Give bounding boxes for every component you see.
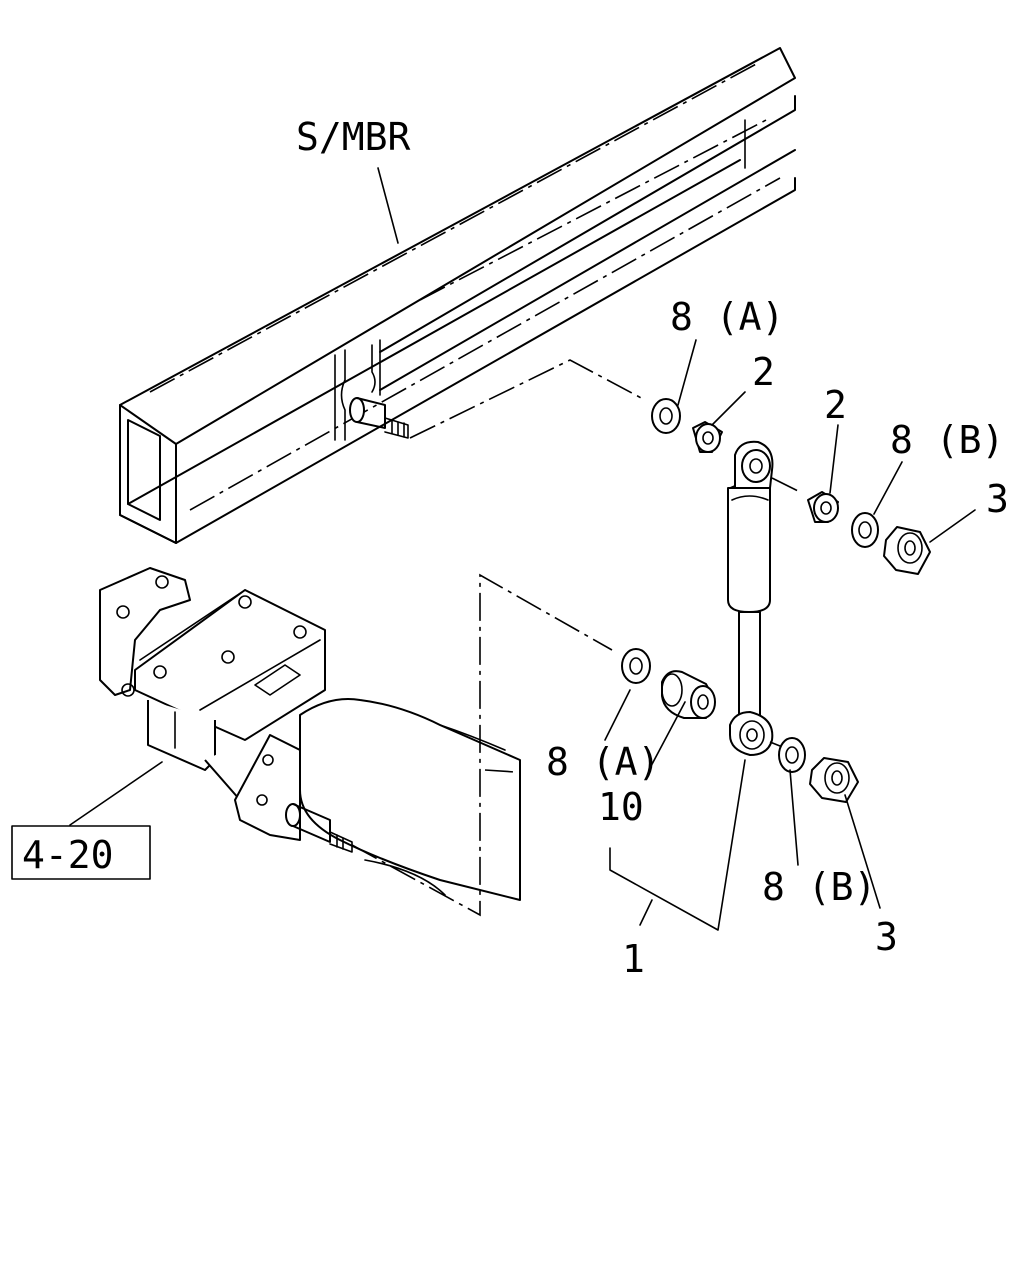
lower-nut-3 bbox=[809, 757, 859, 803]
frame-stud-bolt bbox=[349, 397, 409, 439]
upper-washer-8a bbox=[651, 398, 681, 434]
label-part-3-bottom: 3 bbox=[875, 915, 898, 959]
reference-box-label: 4-20 bbox=[22, 833, 114, 877]
axle-stud-bolt bbox=[285, 803, 353, 853]
label-part-8b-top: 8 (B) bbox=[890, 418, 1004, 462]
upper-washer-8b bbox=[851, 512, 879, 548]
label-part-2-right: 2 bbox=[824, 383, 847, 427]
upper-mount-axis-line bbox=[409, 359, 646, 439]
label-part-2-left: 2 bbox=[752, 350, 775, 394]
label-part-8b-bottom: 8 (B) bbox=[762, 865, 876, 909]
upper-bushing-2-left bbox=[692, 421, 723, 453]
side-member-frame bbox=[119, 47, 796, 544]
label-part-1: 1 bbox=[622, 937, 645, 981]
upper-right-axis-line bbox=[771, 477, 801, 493]
reference-box[interactable]: 4-20 bbox=[11, 825, 151, 880]
shock-absorber bbox=[727, 440, 774, 756]
leader-lines bbox=[69, 167, 976, 931]
lower-washer-8a bbox=[621, 648, 651, 684]
lower-washer-8b bbox=[778, 737, 806, 773]
upper-nut-3 bbox=[883, 526, 931, 575]
label-part-8a-top: 8 (A) bbox=[670, 295, 784, 339]
lower-short-axis-line bbox=[484, 769, 516, 773]
label-s-mbr: S/MBR bbox=[296, 115, 411, 159]
axle-housing bbox=[99, 567, 521, 901]
lower-bushing-10 bbox=[661, 670, 716, 719]
lower-mount-axis-line bbox=[351, 573, 613, 917]
upper-bushing-2-right bbox=[807, 491, 839, 523]
label-part-10: 10 bbox=[598, 785, 644, 829]
label-part-8a-bottom: 8 (A) bbox=[546, 740, 660, 784]
label-part-3-top: 3 bbox=[986, 477, 1009, 521]
